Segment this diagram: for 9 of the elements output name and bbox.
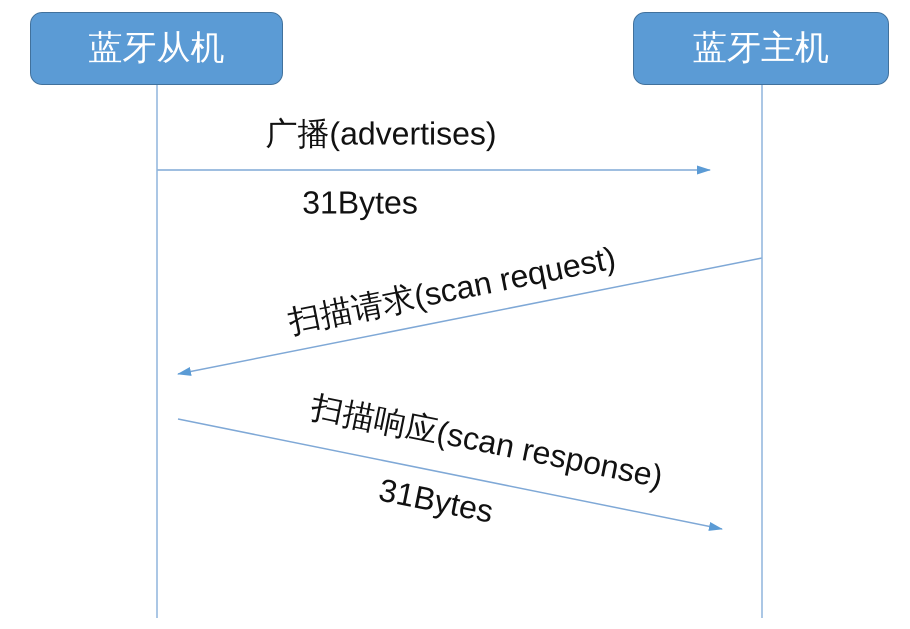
payload-size-note: 31Bytes	[302, 184, 418, 222]
participant-name: 蓝牙主机	[693, 28, 829, 68]
edge-label: 广播(advertises)	[265, 116, 497, 152]
edge-label: 扫描请求(scan request)	[285, 240, 619, 340]
participant-name: 蓝牙从机	[88, 28, 224, 68]
payload-size-note: 31Bytes	[376, 472, 496, 530]
arrow	[178, 418, 723, 531]
arrow	[177, 257, 762, 376]
arrow	[157, 166, 711, 174]
